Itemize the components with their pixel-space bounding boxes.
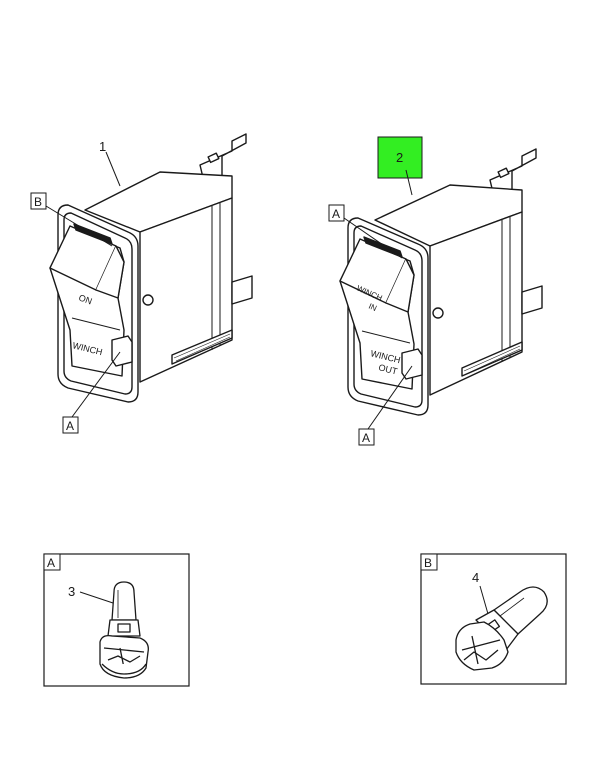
callout-a-right-top-box bbox=[328, 204, 345, 222]
switch2-winch-out-label-line2: OUT bbox=[378, 362, 399, 376]
callout-a-right-bottom-letter: A bbox=[362, 431, 370, 445]
callout-a-right-top-leader bbox=[343, 217, 403, 259]
callout-4-number: 4 bbox=[472, 570, 479, 585]
callout-a-right-bottom-leader bbox=[367, 365, 413, 430]
detail-a-letter: A bbox=[47, 556, 55, 570]
callout-b-letter: B bbox=[34, 195, 42, 209]
callout-2-leader bbox=[405, 169, 413, 196]
callout-a-right-top-letter: A bbox=[332, 207, 340, 221]
detail-a-tag bbox=[43, 553, 61, 571]
callout-a-left-box bbox=[62, 416, 79, 434]
switch1-on-label: ON bbox=[77, 292, 93, 306]
detail-b-tag bbox=[420, 553, 438, 571]
callout-a-left-leader bbox=[71, 351, 121, 418]
callout-2-highlight-box bbox=[377, 136, 423, 179]
lamp-bulb-part-3 bbox=[99, 581, 149, 679]
switch2-winch-in-label-line2: IN bbox=[367, 302, 378, 314]
callout-1-number: 1 bbox=[99, 139, 106, 154]
callout-3-leader bbox=[79, 591, 117, 605]
callout-b-leader bbox=[45, 205, 113, 247]
callout-4-leader bbox=[479, 585, 489, 615]
callout-2-number: 2 bbox=[396, 150, 403, 165]
lamp-bulb-part-4 bbox=[455, 586, 548, 671]
detail-b-letter: B bbox=[424, 556, 432, 570]
rocker-switch-2 bbox=[339, 148, 543, 416]
callout-1-leader bbox=[105, 151, 121, 187]
callout-a-left-letter: A bbox=[66, 419, 74, 433]
callout-a-right-bottom-box bbox=[358, 428, 375, 446]
callout-b-box bbox=[30, 192, 47, 210]
callout-3-number: 3 bbox=[68, 584, 75, 599]
rocker-switch-1 bbox=[49, 133, 253, 403]
